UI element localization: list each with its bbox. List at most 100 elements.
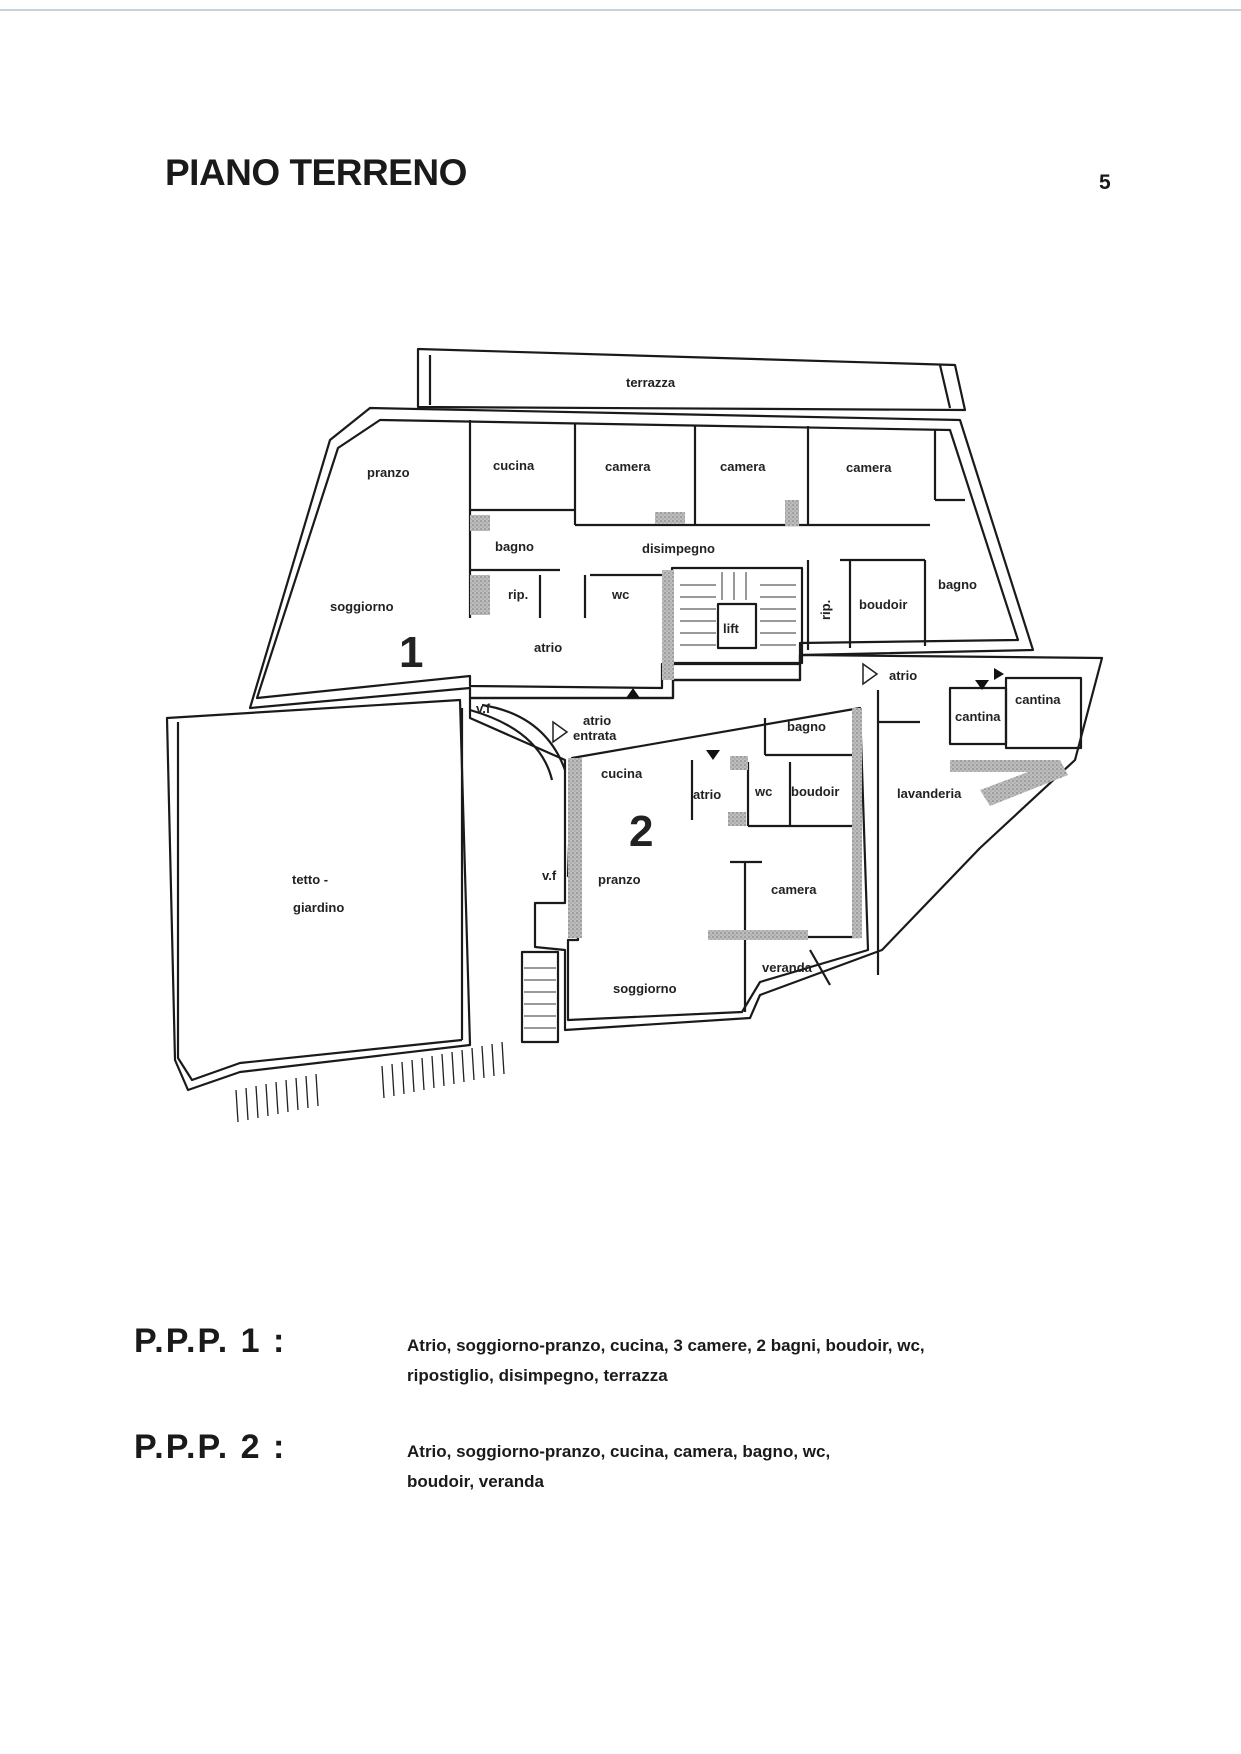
rail-b6 — [431, 1055, 435, 1089]
terrazza-inner-right — [938, 364, 952, 409]
legend-code-1: P.P.P. 1 : — [134, 1322, 287, 1360]
label-u2-wc: wc — [754, 784, 772, 799]
label-u2-camera: camera — [771, 882, 817, 897]
arrow-cantina-b — [994, 668, 1004, 680]
rail-b4 — [411, 1059, 415, 1093]
label-atrio-entrata-1: atrio — [583, 713, 611, 728]
label-terrazza: terrazza — [626, 375, 676, 390]
legend-desc-2-line2: boudoir, veranda — [407, 1472, 544, 1491]
arrow-unit2-door — [706, 750, 720, 760]
label-u1-pranzo: pranzo — [367, 465, 410, 480]
rail-b13 — [501, 1041, 505, 1075]
lift-box — [716, 602, 758, 650]
label-u1-boudoir: boudoir — [859, 597, 907, 612]
arrow-common-atrio — [862, 662, 879, 686]
label-u1-lift: lift — [723, 621, 740, 636]
label-u2-veranda: veranda — [762, 960, 813, 975]
label-u1-bagno-b: bagno — [938, 577, 977, 592]
label-cantina-2: cantina — [1015, 692, 1061, 707]
rail-a8 — [305, 1075, 309, 1109]
legend-desc-2: Atrio, soggiorno-pranzo, cucina, camera,… — [407, 1437, 1087, 1497]
entrance-curve — [469, 708, 554, 781]
label-u1-soggiorno: soggiorno — [330, 599, 394, 614]
railings — [235, 1041, 505, 1123]
label-u2-pranzo: pranzo — [598, 872, 641, 887]
arrow-atrio-entrata — [552, 720, 569, 744]
hatch-11 — [950, 760, 1060, 772]
unit1-outline — [248, 406, 1035, 710]
rail-a1 — [235, 1089, 239, 1123]
exterior-stair — [520, 950, 560, 1044]
label-u1-wc: wc — [611, 587, 629, 602]
label-vf-top: v.f — [476, 701, 491, 716]
rail-b9 — [461, 1049, 465, 1083]
rail-a2 — [245, 1087, 249, 1121]
label-common-atrio: atrio — [889, 668, 917, 683]
hatch-5 — [662, 570, 674, 680]
legend-code-2: P.P.P. 2 : — [134, 1428, 287, 1466]
label-u2-boudoir: boudoir — [791, 784, 839, 799]
label-u1-camera-1: camera — [605, 459, 651, 474]
scan-edge-line — [0, 9, 1241, 11]
page-number: 5 — [1099, 171, 1111, 194]
unit2-number: 2 — [629, 807, 653, 856]
door-arrows — [626, 668, 1004, 760]
common-outline — [468, 653, 1104, 1032]
label-vf-left: v.f — [542, 868, 557, 883]
rail-a4 — [265, 1083, 269, 1117]
unit1-number: 1 — [399, 628, 423, 677]
label-lavanderia: lavanderia — [897, 786, 962, 801]
rail-b7 — [441, 1053, 445, 1087]
entrance-curve-2 — [481, 703, 567, 771]
label-u1-camera-3: camera — [846, 460, 892, 475]
label-u1-camera-2: camera — [720, 459, 766, 474]
rail-b10 — [471, 1047, 475, 1081]
label-u1-atrio: atrio — [534, 640, 562, 655]
label-u2-bagno: bagno — [787, 719, 826, 734]
rail-a5 — [275, 1081, 279, 1115]
label-u2-atrio: atrio — [693, 787, 721, 802]
rail-b11 — [481, 1045, 485, 1079]
label-giardino: giardino — [293, 900, 344, 915]
rail-b5 — [421, 1057, 425, 1091]
label-cantina-1: cantina — [955, 709, 1001, 724]
wall-hatching — [470, 500, 1068, 940]
rail-b8 — [451, 1051, 455, 1085]
hatch-4 — [785, 500, 799, 526]
rail-b2 — [391, 1063, 395, 1097]
label-u2-cucina: cucina — [601, 766, 643, 781]
arrow-unit1-door — [626, 688, 640, 698]
hatch-1 — [470, 515, 490, 531]
label-atrio-entrata-2: entrata — [573, 728, 617, 743]
label-u1-rip-a: rip. — [508, 587, 528, 602]
label-tetto: tetto - — [292, 872, 328, 887]
terrazza-outline — [416, 347, 967, 412]
rail-b12 — [491, 1043, 495, 1077]
rail-a9 — [315, 1073, 319, 1107]
hatch-2 — [470, 575, 490, 615]
u2-wall-veranda-right — [809, 949, 831, 986]
rail-b3 — [401, 1061, 405, 1095]
legend-desc-1-line2: ripostiglio, disimpegno, terrazza — [407, 1366, 668, 1385]
label-u2-soggiorno: soggiorno — [613, 981, 677, 996]
rail-a6 — [285, 1079, 289, 1113]
label-u1-rip-b: rip. — [818, 600, 833, 620]
hatch-10 — [728, 812, 746, 826]
hatch-8 — [708, 930, 808, 940]
tetto-inner — [176, 722, 463, 1082]
rail-a3 — [255, 1085, 259, 1119]
page-title: PIANO TERRENO — [165, 152, 467, 193]
hatch-9 — [730, 756, 748, 770]
cantina-box-2 — [1004, 676, 1083, 750]
label-u1-disimpegno: disimpegno — [642, 541, 715, 556]
rail-b1 — [381, 1065, 385, 1099]
legend-desc-2-line1: Atrio, soggiorno-pranzo, cucina, camera,… — [407, 1442, 831, 1461]
tetto-giardino-outline — [165, 698, 472, 1092]
label-u1-cucina: cucina — [493, 458, 535, 473]
legend-desc-1-line1: Atrio, soggiorno-pranzo, cucina, 3 camer… — [407, 1336, 925, 1355]
hatch-6 — [568, 758, 582, 938]
hatch-7 — [852, 708, 862, 938]
hatch-12 — [980, 760, 1068, 806]
hatch-3 — [655, 512, 685, 524]
